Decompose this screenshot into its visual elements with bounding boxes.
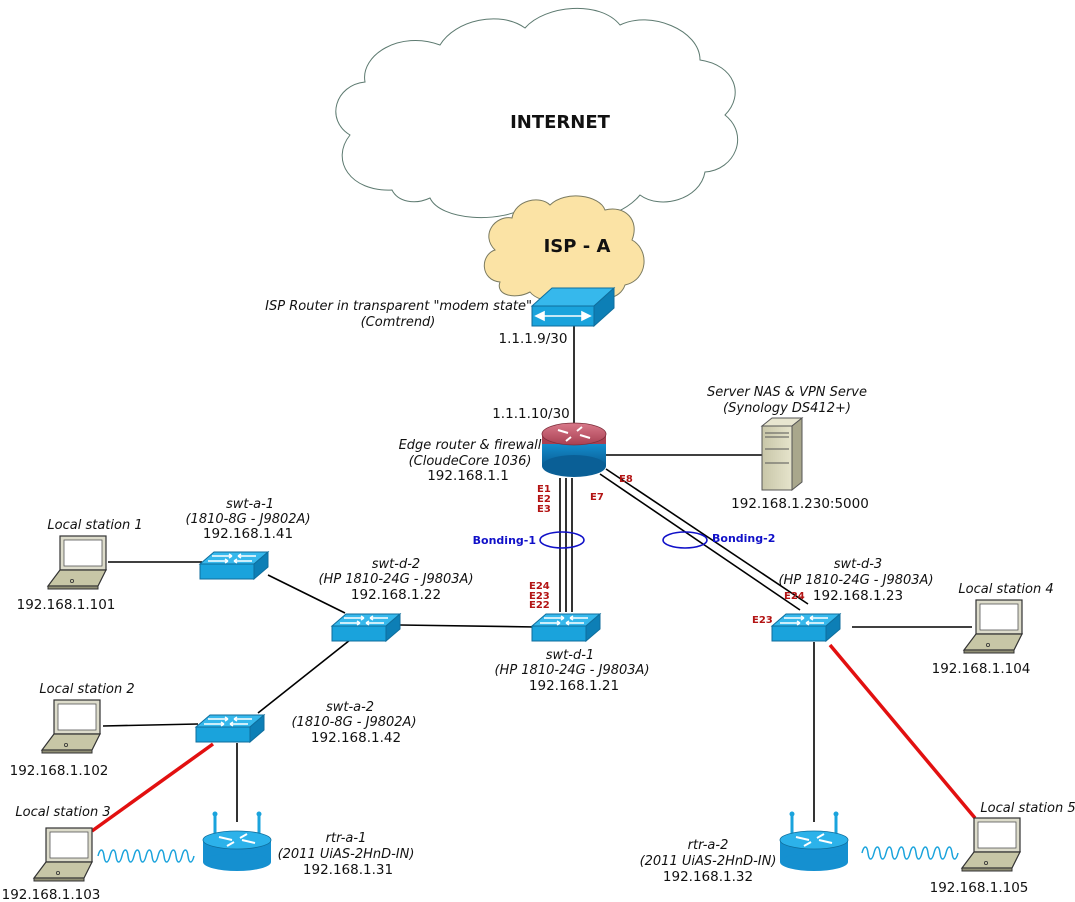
laptop-station-3-icon — [33, 827, 93, 882]
rtr-a-1-model: (2011 UiAS-2HnD-IN) — [278, 847, 415, 862]
station-3-name: Local station 3 — [15, 805, 110, 820]
bonding-2-label: Bonding-2 — [712, 532, 775, 545]
swt-a-1-name: swt-a-1 — [226, 497, 274, 512]
links — [102, 326, 972, 822]
wireless-link-icon — [97, 849, 195, 863]
edge-router-line1: Edge router & firewall — [399, 438, 542, 453]
isp-cloud: ISP - A — [483, 195, 645, 303]
isp-router-line1: ISP Router in transparent "modem state" — [265, 299, 532, 314]
edge-router-line2: (CloudeCore 1036) — [409, 454, 532, 469]
swt-a-2-model: (1810-8G - J9802A) — [291, 715, 416, 730]
swt-a-1-ip: 192.168.1.41 — [203, 526, 293, 542]
internet-label: INTERNET — [510, 112, 611, 133]
rtr-a-2-model: (2011 UiAS-2HnD-IN) — [640, 854, 777, 869]
bonding-1-ring — [539, 531, 585, 549]
wireless-link-icon — [861, 846, 959, 860]
port-e8: E8 — [619, 474, 633, 485]
nas-line1: Server NAS & VPN Serve — [707, 385, 867, 400]
link-st2-a2 — [102, 723, 199, 727]
laptop-station-1-icon — [47, 535, 107, 590]
link-a1-d2 — [267, 574, 346, 614]
port-e23: E23 — [529, 591, 550, 602]
port-e3: E3 — [537, 504, 551, 515]
station-5-ip: 192.168.1.105 — [930, 880, 1029, 896]
isp-router — [530, 286, 616, 328]
swt-d-1-ip: 192.168.1.21 — [529, 678, 619, 694]
rtr-a-2-ip: 192.168.1.32 — [663, 869, 753, 885]
station-2-name: Local station 2 — [39, 682, 134, 697]
swt-a-1-model: (1810-8G - J9802A) — [185, 512, 310, 527]
router-arrows-icon — [557, 426, 591, 442]
station-3-ip: 192.168.1.103 — [2, 887, 101, 902]
bidirectional-arrow-icon — [534, 310, 592, 322]
nas-ip: 192.168.1.230:5000 — [731, 496, 869, 512]
nas-server-icon — [760, 416, 804, 492]
link-d3-st5 — [828, 643, 977, 820]
swt-a-2-name: swt-a-2 — [326, 700, 374, 715]
station-1-ip: 192.168.1.101 — [17, 597, 116, 613]
switch-swt-a-1-icon — [199, 551, 269, 580]
station-1-name: Local station 1 — [47, 518, 142, 533]
red-links — [90, 643, 977, 833]
port-d3-e23: E23 — [752, 615, 773, 626]
link-a2-st3 — [90, 742, 215, 833]
link-bond2-b — [605, 468, 809, 605]
swt-a-2-ip: 192.168.1.42 — [311, 730, 401, 746]
swt-d-1-name: swt-d-1 — [546, 648, 594, 663]
port-e2: E2 — [537, 494, 551, 505]
port-e22: E22 — [529, 600, 550, 611]
laptop-station-4-icon — [963, 599, 1023, 654]
swt-d-2-ip: 192.168.1.22 — [351, 587, 441, 603]
switch-swt-d-2-icon — [331, 613, 401, 642]
switch-swt-a-2-icon — [195, 714, 265, 743]
port-e7: E7 — [590, 492, 604, 503]
port-d3-e24: E24 — [784, 591, 805, 602]
internet-cloud: INTERNET — [335, 7, 739, 221]
rtr-a-1-ip: 192.168.1.31 — [303, 862, 393, 878]
nas-line2: (Synology DS412+) — [723, 401, 851, 416]
rtr-a-1-name: rtr-a-1 — [326, 831, 367, 846]
port-e1: E1 — [537, 484, 551, 495]
laptop-station-2-icon — [41, 699, 101, 754]
station-4-name: Local station 4 — [958, 582, 1053, 597]
swt-d-2-name: swt-d-2 — [372, 557, 420, 572]
switch-swt-d-1-icon — [531, 613, 601, 642]
swt-d-1-model: (HP 1810-24G - J9803A) — [494, 663, 649, 678]
bonding-1-label: Bonding-1 — [473, 534, 536, 547]
station-2-ip: 192.168.1.102 — [10, 763, 109, 779]
link-d2-a2 — [257, 639, 351, 714]
bonding-2-ring — [662, 531, 708, 549]
swt-d-3-name: swt-d-3 — [834, 557, 882, 572]
laptop-station-5-icon — [961, 817, 1021, 872]
edge-router-ip: 192.168.1.1 — [427, 468, 509, 484]
isp-label: ISP - A — [544, 236, 611, 257]
switch-swt-d-3-icon — [771, 613, 841, 642]
swt-d-2-model: (HP 1810-24G - J9803A) — [318, 572, 473, 587]
link-d2-d1 — [399, 624, 537, 628]
swt-d-3-model: (HP 1810-24G - J9803A) — [778, 573, 933, 588]
edge-router — [541, 422, 607, 477]
station-5-name: Local station 5 — [980, 801, 1075, 816]
station-4-ip: 192.168.1.104 — [932, 661, 1031, 677]
link-bond2-a — [599, 473, 801, 611]
port-e24: E24 — [529, 581, 550, 592]
rtr-a-2-name: rtr-a-2 — [688, 838, 729, 853]
isp-router-ip: 1.1.1.9/30 — [499, 331, 568, 347]
edge-router-wan-ip: 1.1.1.10/30 — [492, 406, 570, 422]
isp-router-line2: (Comtrend) — [361, 315, 436, 330]
swt-d-3-ip: 192.168.1.23 — [813, 588, 903, 604]
